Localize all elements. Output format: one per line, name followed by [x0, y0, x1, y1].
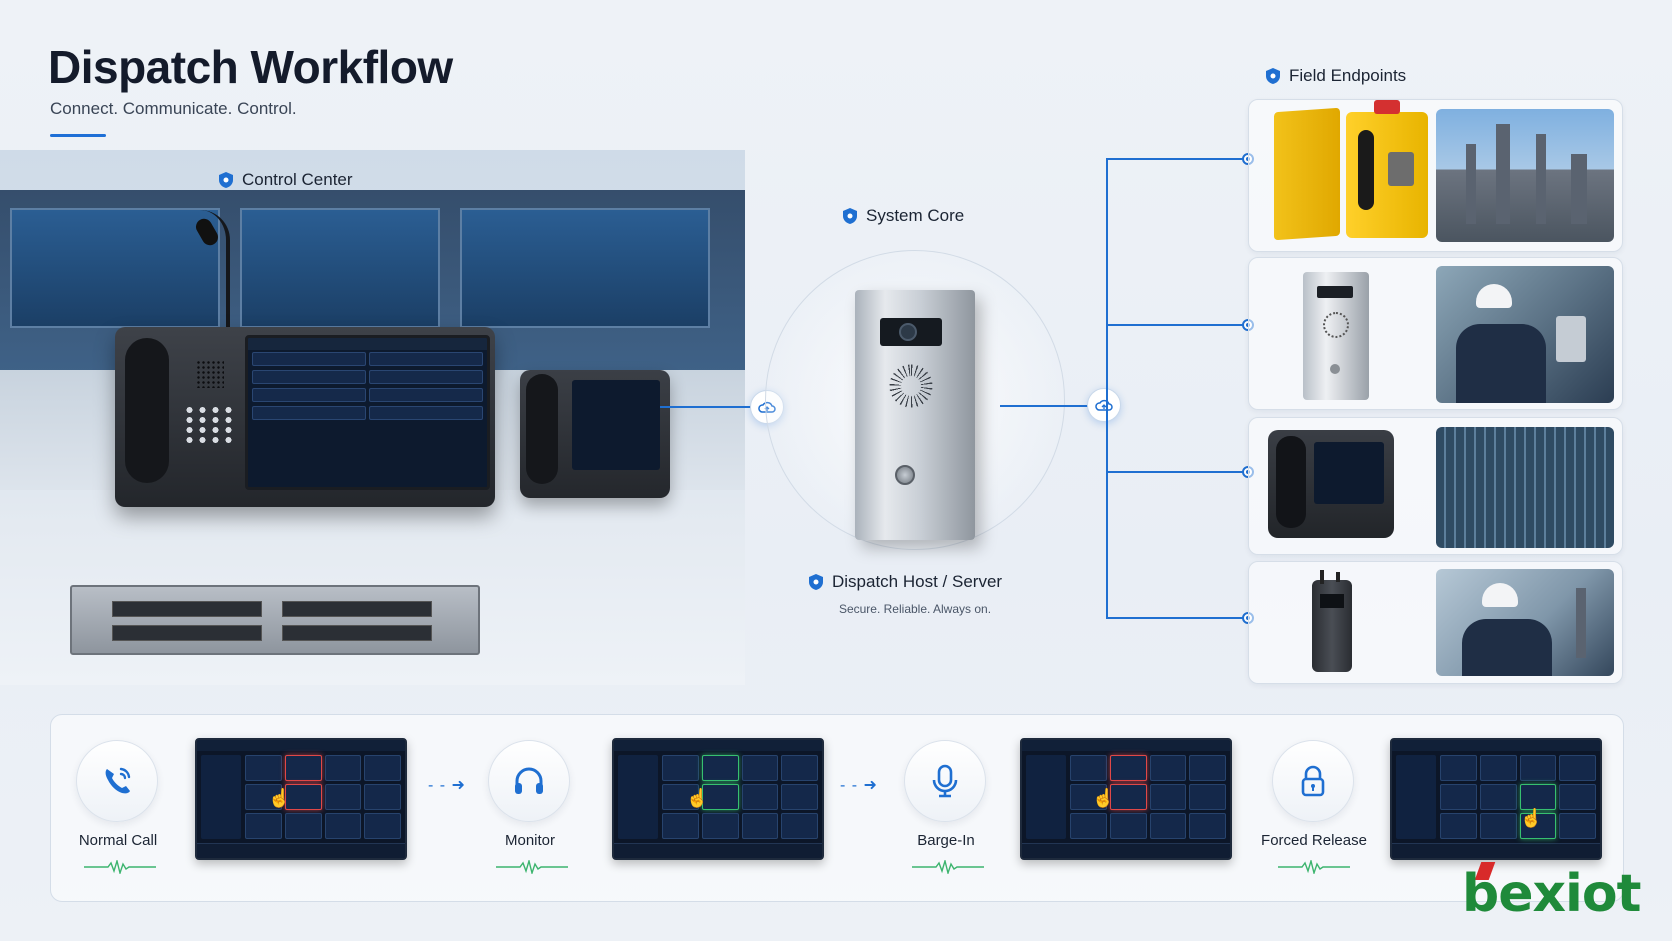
- console-touchscreen: [245, 335, 490, 490]
- audio-wave-icon: [84, 860, 156, 874]
- monitor-console-screen: [612, 738, 824, 860]
- screen-titlebar: [197, 740, 405, 751]
- lock-icon: [1301, 765, 1325, 797]
- shield-icon: [1266, 68, 1280, 84]
- normal-call-console-screen: [195, 738, 407, 860]
- cloud-icon: [1095, 399, 1113, 411]
- dispatch-server-rack: [70, 585, 480, 655]
- video-wall-screen: [10, 208, 220, 328]
- camera-lens-icon: [899, 323, 917, 341]
- monitored-call-tile: [701, 755, 739, 781]
- speaker-grille-icon: [880, 355, 942, 417]
- released-call-tile: [1519, 784, 1557, 810]
- pointer-hand-icon: ☝: [268, 788, 291, 808]
- branch-line: [1106, 471, 1246, 473]
- active-call-tile: [284, 755, 322, 781]
- desk-phone-screen: [572, 380, 660, 470]
- pointer-hand-icon: ☝: [1092, 788, 1115, 808]
- dispatch-host-text: Dispatch Host / Server: [832, 572, 1003, 591]
- forced-release-console-screen: [1390, 738, 1602, 860]
- control-center-text: Control Center: [242, 170, 353, 189]
- brand-logo: bexiot: [1462, 864, 1641, 924]
- video-wall-screen: [460, 208, 710, 328]
- two-way-radio-icon: [1312, 570, 1352, 672]
- title-underline: [50, 134, 106, 137]
- system-core-text: System Core: [866, 206, 965, 225]
- audio-wave-icon: [496, 860, 568, 874]
- system-core-label: System Core: [842, 206, 964, 226]
- console-screen-topbar: [248, 338, 487, 350]
- normal-call-step-icon: [76, 740, 158, 822]
- barge-call-tile: [1109, 755, 1147, 781]
- barge-in-label: Barge-In: [917, 832, 975, 849]
- desk-video-phone-icon: [1268, 430, 1394, 538]
- normal-call-label: Normal Call: [78, 832, 158, 849]
- shield-icon: [809, 574, 823, 590]
- keypad-icon: [1388, 152, 1414, 186]
- console-handset-icon: [125, 338, 169, 483]
- audio-wave-icon: [1278, 860, 1350, 874]
- handset-icon: [1358, 130, 1374, 210]
- barge-in-step-icon: [904, 740, 986, 822]
- desk-phone-handset-icon: [526, 374, 558, 484]
- monitor-label: Monitor: [504, 832, 556, 849]
- worker-at-fence-photo: [1436, 266, 1614, 403]
- control-center-label: Control Center: [218, 170, 353, 190]
- headset-icon: [515, 767, 543, 794]
- phone-call-icon: [105, 767, 131, 794]
- branch-line: [1106, 158, 1246, 160]
- beacon-light-icon: [1374, 100, 1400, 114]
- audio-wave-icon: [912, 860, 984, 874]
- microphone-icon: [932, 764, 958, 798]
- dispatch-host-caption: Secure. Reliable. Always on.: [838, 602, 992, 616]
- video-wall-screen: [240, 208, 440, 328]
- shield-icon: [219, 172, 233, 188]
- refinery-photo: [1436, 109, 1614, 242]
- intercom-panel-icon: [1303, 272, 1369, 400]
- weatherproof-telephone-icon: [1274, 107, 1340, 241]
- console-keypad-icon: [183, 405, 235, 445]
- worker-with-radio-photo: [1436, 569, 1614, 676]
- pointer-hand-icon: ☝: [1520, 808, 1543, 828]
- page-title: Dispatch Workflow: [48, 41, 453, 93]
- branch-line: [1106, 324, 1246, 326]
- flow-arrow-icon: - - ➜: [840, 777, 878, 794]
- trunk-line: [1106, 158, 1108, 618]
- pointer-hand-icon: ☝: [686, 788, 709, 808]
- field-endpoints-text: Field Endpoints: [1289, 66, 1407, 85]
- monitor-step-icon: [488, 740, 570, 822]
- barge-in-console-screen: [1020, 738, 1232, 860]
- shield-icon: [843, 208, 857, 224]
- screen-titlebar: [614, 740, 822, 751]
- weatherproof-telephone-body: [1346, 100, 1428, 238]
- forced-release-label: Forced Release: [1261, 832, 1367, 849]
- dispatch-host-label: Dispatch Host / Server: [808, 572, 1002, 592]
- cloud-node-right: [1087, 388, 1121, 422]
- field-endpoints-label: Field Endpoints: [1265, 66, 1406, 86]
- connector-line: [1000, 405, 1088, 407]
- screen-titlebar: [1392, 740, 1600, 751]
- page-subtitle: Connect. Communicate. Control.: [50, 99, 297, 118]
- branch-line: [1106, 617, 1246, 619]
- console-speaker-grille: [196, 360, 224, 388]
- gooseneck-microphone-stem: [200, 210, 230, 330]
- call-button-icon: [895, 465, 915, 485]
- screen-titlebar: [1022, 740, 1230, 751]
- office-building-photo: [1436, 427, 1614, 548]
- forced-release-step-icon: [1272, 740, 1354, 822]
- connector-line: [660, 406, 765, 408]
- flow-arrow-icon: - - ➜: [428, 777, 466, 794]
